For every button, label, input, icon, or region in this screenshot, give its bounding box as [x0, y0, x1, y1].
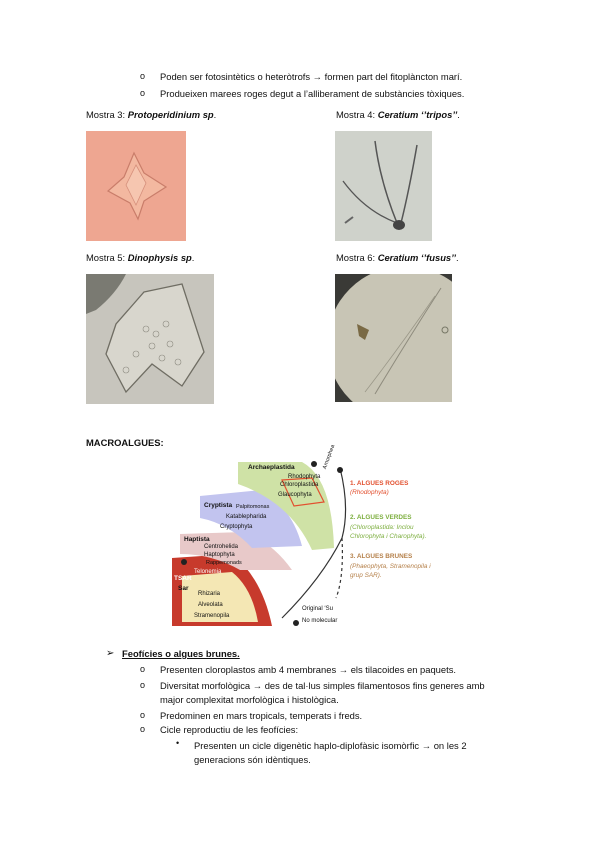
- bullet-marker: •: [176, 738, 180, 748]
- tree-label: Stramenopila: [194, 613, 230, 619]
- tree-label: Rhodophyta: [288, 474, 321, 480]
- tree-label: Sar: [178, 585, 189, 592]
- tree-label: Haptista: [184, 536, 210, 543]
- bullet-marker: o: [140, 88, 146, 98]
- bullet-text: Diversitat morfològica → des de tal·lus …: [160, 680, 485, 691]
- section-title: Feofícies o algues brunes.: [122, 648, 240, 659]
- note-title: 2. ALGUES VERDES: [350, 514, 412, 521]
- tree-label: Haptophyta: [204, 552, 235, 558]
- tree-label: Telonemia: [194, 569, 222, 575]
- note-sub: (Rhodophyta): [350, 489, 389, 496]
- arrow-bullet-icon: ➢: [106, 648, 115, 659]
- tree-label: Katablepharida: [226, 514, 267, 520]
- tree-label: TSAR: [174, 575, 192, 582]
- bullet-text: Presenten cloroplastos amb 4 membranes →…: [160, 664, 456, 675]
- bullet-marker: o: [140, 680, 146, 690]
- ceratium-fusus-photo: [335, 274, 452, 402]
- tree-legend: Original ‘Su: [302, 606, 334, 612]
- ceratium-tripos-photo: [335, 131, 432, 241]
- tree-label: Glaucophyta: [278, 492, 312, 498]
- tree-legend: No molecular: [302, 618, 338, 624]
- tree-label: Rhizaria: [198, 591, 221, 597]
- tree-label: Chloroplastida: [280, 482, 319, 488]
- tree-label: Rappemonads: [206, 560, 242, 566]
- tree-label: Palpitomonas: [236, 504, 270, 510]
- tree-label: Alveolata: [198, 602, 223, 608]
- bullet-text: Predominen en mars tropicals, temperats …: [160, 710, 363, 721]
- sample-label: Mostra 6: Ceratium ‘’fusus’’.: [336, 252, 459, 263]
- tree-label: Archaeplastida: [248, 464, 295, 471]
- note-title: 1. ALGUES ROGES: [350, 480, 409, 487]
- bullet-marker: o: [140, 664, 146, 674]
- tree-label: Cryptista: [204, 502, 233, 509]
- bullet-text: Cicle reproductiu de les feofícies:: [160, 724, 299, 735]
- sub-bullet-text: generacions són idèntiques.: [194, 754, 311, 765]
- dinophysis-photo: [86, 274, 214, 404]
- note-sub: (Phaeophyta, Stramenopila i grup SAR).: [350, 563, 431, 579]
- sample-label: Mostra 5: Dinophysis sp.: [86, 252, 195, 263]
- bullet-text: Poden ser fotosintètics o heteròtrofs → …: [160, 71, 463, 82]
- bullet-marker: o: [140, 71, 146, 81]
- note-title: 3. ALGUES BRUNES: [350, 553, 413, 560]
- bullet-marker: o: [140, 724, 146, 734]
- bullet-text: major complexitat morfològica i histològ…: [160, 694, 339, 705]
- bullet-text: Produeixen marees roges degut a l’allibe…: [160, 88, 465, 99]
- note-sub: (Chloroplastida: Inclou Chlorophyta i Ch…: [350, 524, 427, 540]
- sample-label: Mostra 4: Ceratium ‘’tripos’’.: [336, 109, 460, 120]
- sub-bullet-text: Presenten un cicle digenètic haplo-diplo…: [194, 740, 467, 751]
- algae-tree-diagram: Archaeplastida Rhodophyta Chloroplastida…: [172, 444, 432, 630]
- protoperidinium-photo: [86, 131, 186, 241]
- tree-label: Cryptophyta: [220, 524, 253, 530]
- bullet-marker: o: [140, 710, 146, 720]
- sample-label: Mostra 3: Protoperidinium sp.: [86, 109, 217, 120]
- macroalgae-heading: MACROALGUES:: [86, 437, 164, 448]
- tree-label: Centrohelida: [204, 544, 239, 550]
